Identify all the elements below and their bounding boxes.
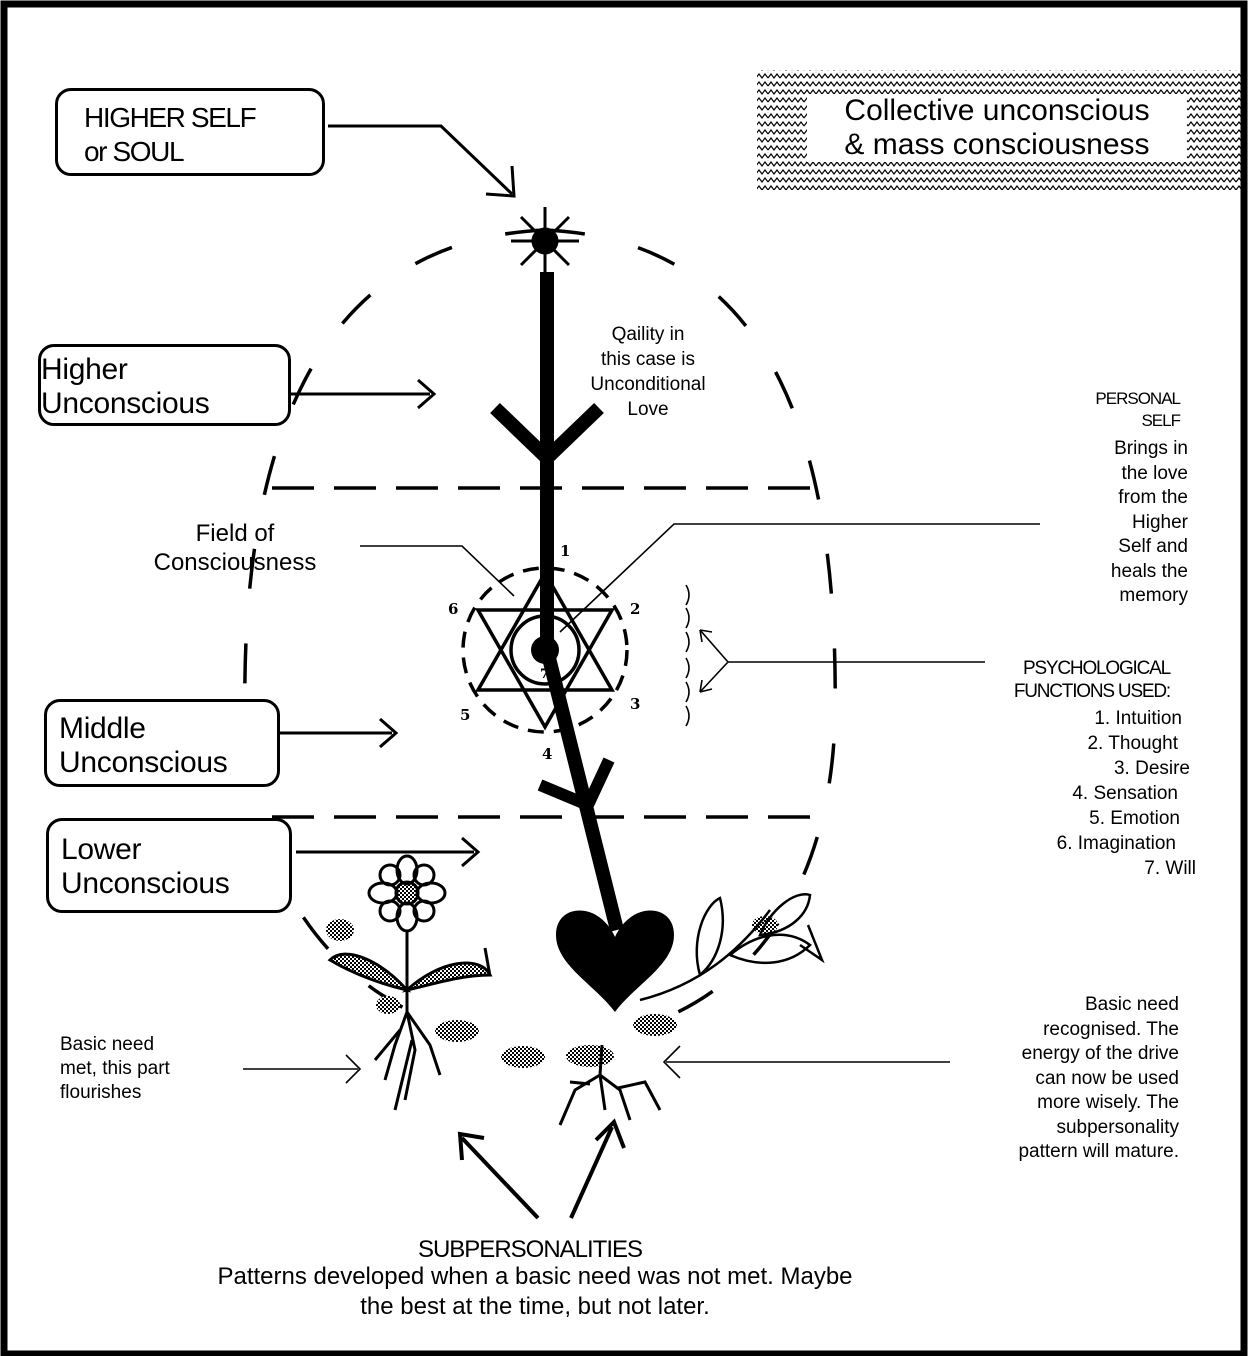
subpersonalities-title: SUBPERSONALITIES (330, 1236, 730, 1264)
higher-self-star (511, 207, 579, 275)
pattern-blob-3 (435, 1020, 479, 1042)
psych-function-3: 3. Desire (960, 756, 1190, 781)
function-brackets (686, 585, 689, 726)
psych-function-2: 2. Thought (960, 731, 1178, 756)
field-of-consciousness-label: Field of Consciousness (120, 519, 350, 577)
pattern-blob-5 (566, 1045, 614, 1067)
higher-self-arrow (328, 126, 512, 194)
collective-label-area: Collective unconscious & mass consciousn… (807, 94, 1187, 162)
higher-self-label: HIGHER SELF or SOUL (84, 101, 255, 169)
psych-function-6: 6. Imagination (960, 831, 1176, 856)
personal-self-title: PERSONAL SELF (1000, 388, 1180, 432)
quality-text: Qaility in this case is Unconditional Lo… (568, 322, 728, 422)
star-number-5: 5 (460, 706, 470, 724)
level-arrows (278, 380, 478, 866)
psych-function-5: 5. Emotion (960, 806, 1180, 831)
personal-self-dot (531, 636, 559, 664)
right-need-text: Basic need recognised. The energy of the… (920, 993, 1179, 1165)
star-number-2: 2 (630, 600, 640, 618)
lower-unconscious-label: Lower Unconscious (61, 833, 229, 901)
higher-unconscious-label: Higher Unconscious (41, 353, 209, 421)
star-number-1: 1 (560, 542, 570, 560)
flower-plant (330, 856, 490, 1110)
star-number-3: 3 (630, 695, 640, 713)
subpersonalities-text: Patterns developed when a basic need was… (110, 1262, 960, 1322)
pattern-blob-4 (501, 1046, 545, 1068)
pattern-blob-6 (633, 1014, 677, 1036)
star-number-7: 7 (540, 667, 549, 682)
personal-self-text: Brings in the love from the Higher Self … (1000, 437, 1188, 609)
star-number-4: 4 (542, 745, 552, 763)
psych-function-4: 4. Sensation (960, 781, 1178, 806)
subpersonality-arrows (460, 1122, 624, 1218)
collective-unconscious-box: Collective unconscious & mass consciousn… (757, 70, 1245, 190)
higher-self-box: HIGHER SELF or SOUL (55, 88, 325, 176)
lower-unconscious-box: Lower Unconscious (46, 818, 292, 913)
psych-functions-title: PSYCHOLOGICAL FUNCTIONS USED: (930, 657, 1170, 703)
pattern-blob-2 (376, 996, 400, 1014)
pattern-blob-1 (326, 919, 354, 941)
higher-unconscious-box: Higher Unconscious (38, 344, 291, 426)
psych-function-7: 7. Will (960, 856, 1196, 881)
left-need-text: Basic need met, this part flourishes (60, 1033, 230, 1105)
star-number-6: 6 (448, 600, 458, 618)
psych-function-1: 1. Intuition (960, 706, 1182, 731)
middle-unconscious-label: Middle Unconscious (59, 712, 227, 780)
middle-unconscious-box: Middle Unconscious (44, 699, 280, 787)
collective-label: Collective unconscious & mass consciousn… (807, 94, 1187, 162)
